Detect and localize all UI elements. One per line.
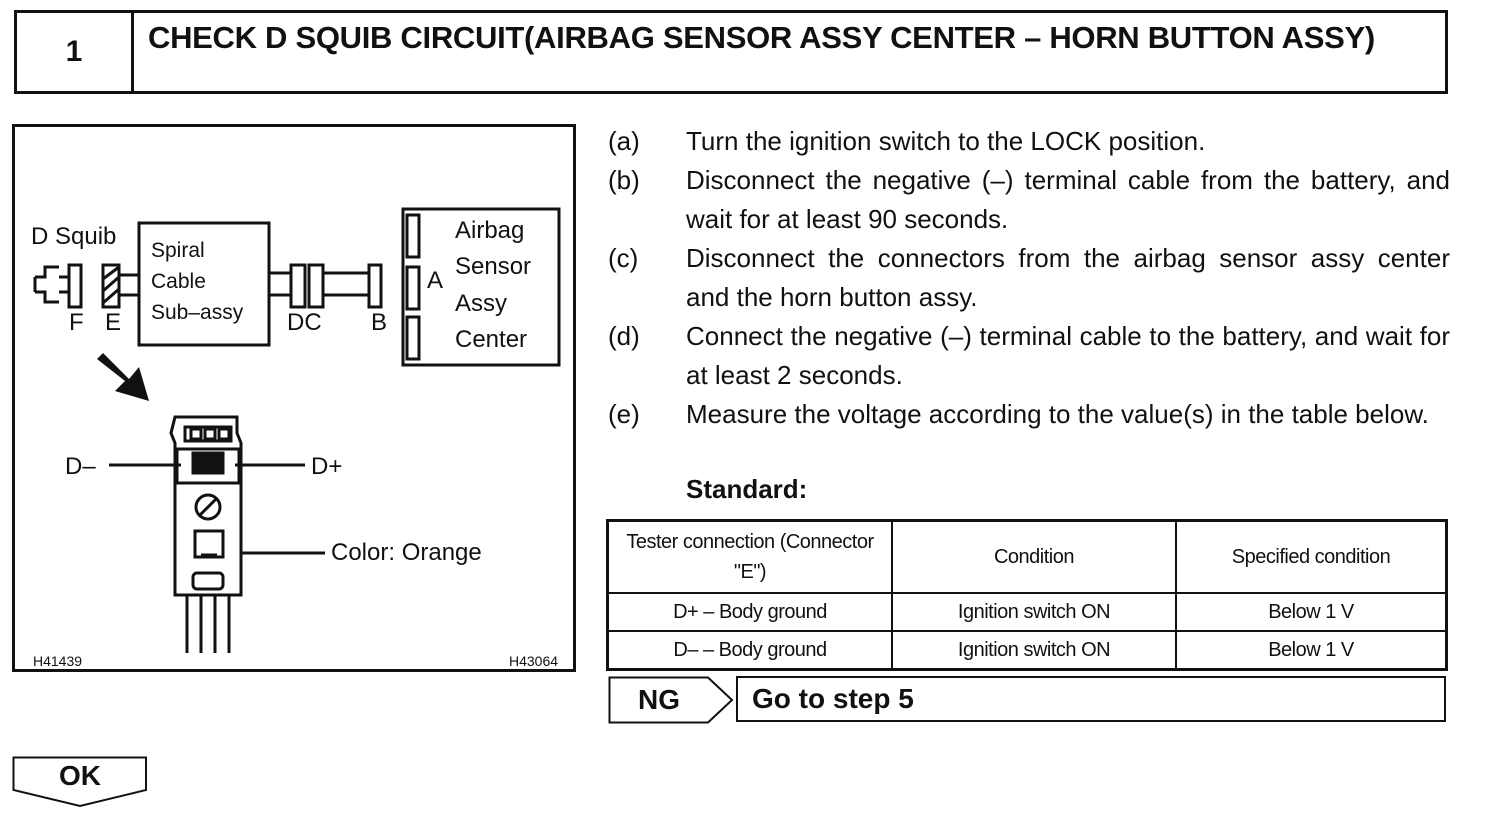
connector-e-label: E [105,309,122,336]
table-cell: Ignition switch ON [891,592,1177,632]
step-letter: (e) [608,399,640,429]
table-cell: Below 1 V [1175,630,1448,671]
wiring-diagram-figure: D Squib Spiral Cable Sub–assy Airbag Sen… [12,124,576,672]
table-row: D+ – Body ground Ignition switch ON Belo… [606,592,1448,632]
specification-table: Tester connection (Connector "E") Condit… [606,519,1448,671]
table-header-cell: Tester connection (Connector "E") [606,519,893,594]
step-item: (a) Turn the ignition switch to the LOCK… [608,122,1450,161]
standard-label: Standard: [686,474,808,504]
step-number: 1 [17,13,134,91]
spiral-cable-label-3: Sub–assy [151,301,244,324]
spiral-cable-label-2: Cable [151,270,206,293]
table-cell: D+ – Body ground [606,592,893,632]
step-text: Disconnect the negative (–) terminal cab… [686,165,1450,234]
airbag-sensor-label-2: Sensor [455,253,532,280]
table-cell: Below 1 V [1175,592,1448,632]
step-item: (d) Connect the negative (–) terminal ca… [608,317,1450,395]
step-title: CHECK D SQUIB CIRCUIT(AIRBAG SENSOR ASSY… [148,20,1375,55]
color-label: Color: Orange [331,539,482,566]
step-letter: (b) [608,165,640,195]
airbag-sensor-label-4: Center [455,326,528,353]
step-header: 1 CHECK D SQUIB CIRCUIT(AIRBAG SENSOR AS… [14,10,1448,94]
step-letter: (c) [608,243,639,273]
connector-a-label: A [427,267,444,294]
ng-target[interactable]: Go to step 5 [736,676,1446,722]
step-letter: (a) [608,126,640,156]
table-header-cell: Condition [891,519,1177,594]
ok-label: OK [59,760,101,791]
step-item: (b) Disconnect the negative (–) terminal… [608,161,1450,239]
d-minus-label: D– [65,453,96,480]
procedure-steps: (a) Turn the ignition switch to the LOCK… [608,122,1450,434]
figure-code-left: H41439 [33,653,83,669]
table-header-row: Tester connection (Connector "E") Condit… [606,519,1448,594]
airbag-sensor-label-3: Assy [455,290,508,317]
ng-label: NG [638,684,680,715]
connector-dc-label: DC [287,309,322,336]
connector-f-label: F [69,309,84,336]
step-text: Turn the ignition switch to the LOCK pos… [686,126,1206,156]
ng-arrow-shape [608,676,734,724]
figure-code-right: H43064 [509,653,559,669]
step-item: (e) Measure the voltage according to the… [608,395,1450,434]
step-letter: (d) [608,321,640,351]
step-text: Measure the voltage according to the val… [686,399,1429,429]
step-text: Disconnect the connectors from the airba… [686,243,1450,312]
table-header-cell: Specified condition [1175,519,1448,594]
d-plus-label: D+ [311,453,343,480]
connector-b-label: B [371,309,388,336]
table-row: D– – Body ground Ignition switch ON Belo… [606,630,1448,671]
d-squib-label: D Squib [31,223,117,250]
table-cell: D– – Body ground [606,630,893,671]
spiral-cable-label-1: Spiral [151,239,205,262]
table-cell: Ignition switch ON [891,630,1177,671]
ok-arrow-shape [12,756,147,808]
step-text: Connect the negative (–) terminal cable … [686,321,1450,390]
wiring-diagram-graphic [33,207,561,653]
airbag-sensor-label-1: Airbag [455,217,525,244]
step-item: (c) Disconnect the connectors from the a… [608,239,1450,317]
